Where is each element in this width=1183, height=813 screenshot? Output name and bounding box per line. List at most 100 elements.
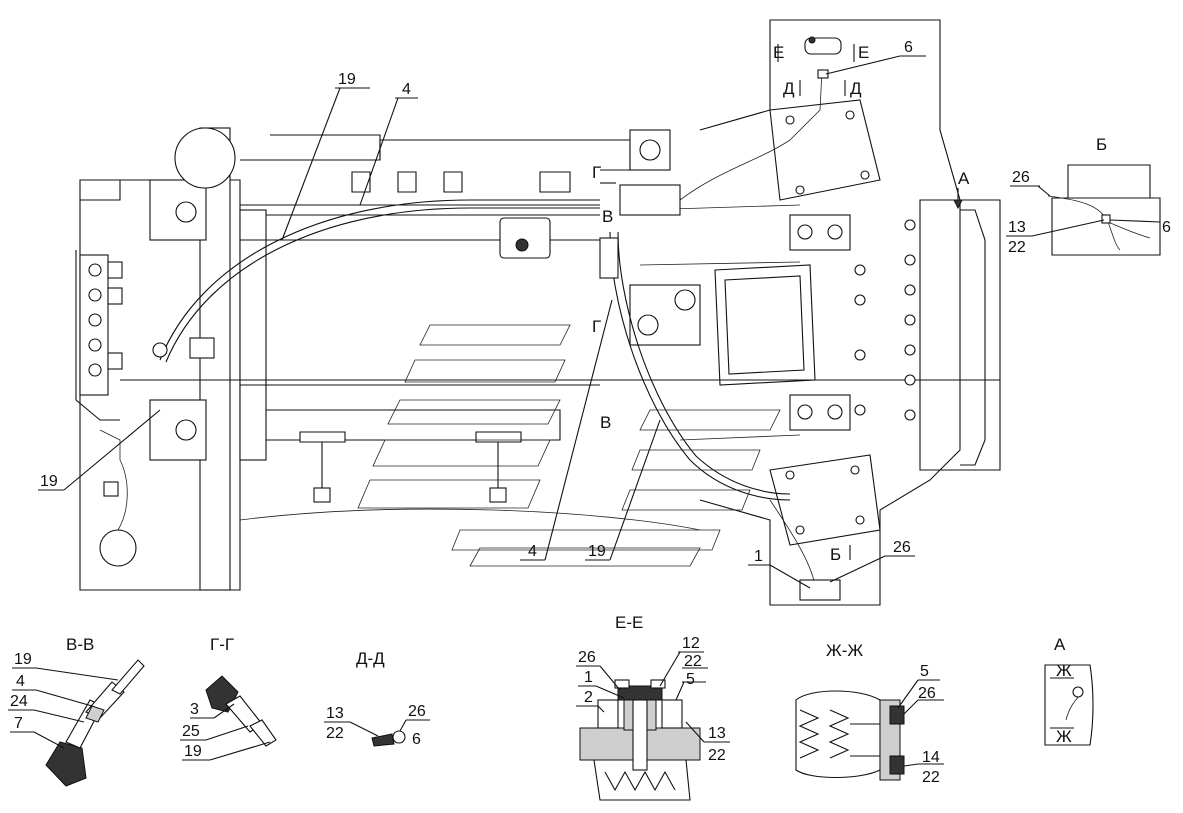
section-EE-title: Е-Е xyxy=(615,613,643,632)
engine-top-step xyxy=(270,134,381,160)
sensor-V xyxy=(599,237,619,279)
transmission-outline xyxy=(699,19,961,606)
mark-E-right: Е xyxy=(858,43,869,62)
view-A-zh-bottom: Ж xyxy=(1056,727,1072,746)
round-tank xyxy=(174,127,236,189)
detail-B-title: Б xyxy=(1096,135,1107,154)
harness-clip xyxy=(189,337,215,359)
pump-bolt-2 xyxy=(674,289,696,311)
left-housing-detail xyxy=(80,180,121,201)
mid-cover xyxy=(499,217,551,259)
section-DD-part xyxy=(371,730,406,747)
mark-A-arrowhead xyxy=(953,199,963,210)
view-A-zh-top: Ж xyxy=(1056,661,1072,680)
detail-B-callout-22: 22 xyxy=(1008,239,1026,256)
sensor-disc-wire xyxy=(99,429,128,531)
wire-horizontal-bot xyxy=(679,434,801,441)
section-DD-callout-13: 13 xyxy=(326,705,344,722)
inspection-cover-inner xyxy=(724,275,805,375)
section-GG-callout-25: 25 xyxy=(182,723,200,740)
section-ZZ-callout-5: 5 xyxy=(920,663,929,680)
pump-bolt xyxy=(637,314,659,336)
view-A-title: А xyxy=(1054,635,1066,654)
section-EE: Е-Е 26 1 2 12 22 5 13 2 xyxy=(576,613,730,801)
sensor-connector xyxy=(103,481,119,497)
callout-19-left: 19 xyxy=(40,473,58,490)
section-ZZ-callout-22: 22 xyxy=(922,769,940,786)
harness-cable-19-b xyxy=(165,207,600,363)
lower-mount-bolt-3 xyxy=(795,525,805,535)
section-VV: В-В 19 4 24 7 xyxy=(8,635,145,787)
bolt-top-left xyxy=(175,201,197,223)
section-EE-callout-22-bottom: 22 xyxy=(708,747,726,764)
upper-mount-bolt-1 xyxy=(785,115,795,125)
vertical-beam-2 xyxy=(239,209,267,461)
sensor-G xyxy=(619,184,681,216)
left-flange xyxy=(75,250,120,421)
bolt-bottom-left xyxy=(175,419,197,441)
section-EE-callout-22-top: 22 xyxy=(684,653,702,670)
mark-B-lower: Б xyxy=(830,545,841,564)
lower-mount-bolt-4 xyxy=(855,515,865,525)
engine-top-cover xyxy=(240,139,631,171)
callout-19-top: 19 xyxy=(338,71,356,88)
section-DD-title: Д-Д xyxy=(356,649,385,668)
section-GG: Г-Г 3 25 19 xyxy=(180,635,277,761)
valve-block-left xyxy=(79,254,123,396)
callout-4-top: 4 xyxy=(402,81,411,98)
pipe-curve-2 xyxy=(617,231,791,495)
inspection-cover xyxy=(714,264,816,386)
section-ZZ: Ж-Ж 5 26 14 22 xyxy=(795,641,944,786)
section-ZZ-callout-26: 26 xyxy=(918,685,936,702)
brake-valve-upper xyxy=(789,214,851,251)
lower-mount-bolt-1 xyxy=(785,470,795,480)
section-VV-callout-24: 24 xyxy=(10,693,28,710)
section-GG-callout-19: 19 xyxy=(184,743,202,760)
callout-6-top: 6 xyxy=(904,39,913,56)
pipe-curve-1 xyxy=(609,231,791,501)
section-EE-callout-12: 12 xyxy=(682,635,700,652)
mark-G-top: Г xyxy=(592,163,601,182)
mark-V-bottom: В xyxy=(600,413,611,432)
rear-flange-bolts xyxy=(854,219,916,421)
view-A: А Ж Ж xyxy=(1044,635,1094,746)
detail-B-callout-13: 13 xyxy=(1008,219,1026,236)
upper-mount-plate xyxy=(769,99,881,201)
sensor-disc xyxy=(99,529,137,567)
upper-mount-bolt-2 xyxy=(845,110,855,120)
section-EE-callout-5: 5 xyxy=(686,671,695,688)
detail-B-callout-26: 26 xyxy=(1012,169,1030,186)
upper-mount-bolt-4 xyxy=(860,170,870,180)
callout-1-bottom: 1 xyxy=(754,548,763,565)
rear-flange xyxy=(919,199,1001,471)
brake-valve-lower xyxy=(789,394,851,431)
mark-G-bottom: Г xyxy=(592,317,601,336)
section-GG-callout-3: 3 xyxy=(190,701,199,718)
mark-A: А xyxy=(958,169,970,188)
mark-E-left: Е xyxy=(773,43,784,62)
detail-B-callout-6: 6 xyxy=(1162,219,1171,236)
section-DD-callout-22: 22 xyxy=(326,725,344,742)
sensor-B-box xyxy=(799,579,841,601)
section-VV-title: В-В xyxy=(66,635,94,654)
section-VV-callout-19: 19 xyxy=(14,651,32,668)
harness-plug xyxy=(152,342,168,358)
detail-B: Б 26 13 22 6 xyxy=(1006,135,1171,256)
section-EE-callout-13: 13 xyxy=(708,725,726,742)
section-ZZ-callout-14: 14 xyxy=(922,749,940,766)
section-GG-title: Г-Г xyxy=(210,635,234,654)
section-VV-callout-7: 7 xyxy=(14,715,23,732)
mark-V-top: В xyxy=(602,207,613,226)
section-EE-callout-2: 2 xyxy=(584,689,593,706)
section-DD-callout-6: 6 xyxy=(412,731,421,748)
hanging-sensor-1 xyxy=(299,431,346,503)
main-assembly-view: Е Е Д Д А Г Г В В Б xyxy=(38,19,1001,606)
wire-horizontal-mid xyxy=(639,261,801,266)
ghost-arrows xyxy=(239,324,781,567)
hanging-sensor-2 xyxy=(475,431,522,503)
section-GG-part xyxy=(205,675,277,747)
section-EE-callout-26: 26 xyxy=(578,649,596,666)
lower-mount-bolt-2 xyxy=(850,465,860,475)
callout-4-bottom: 4 xyxy=(528,543,537,560)
